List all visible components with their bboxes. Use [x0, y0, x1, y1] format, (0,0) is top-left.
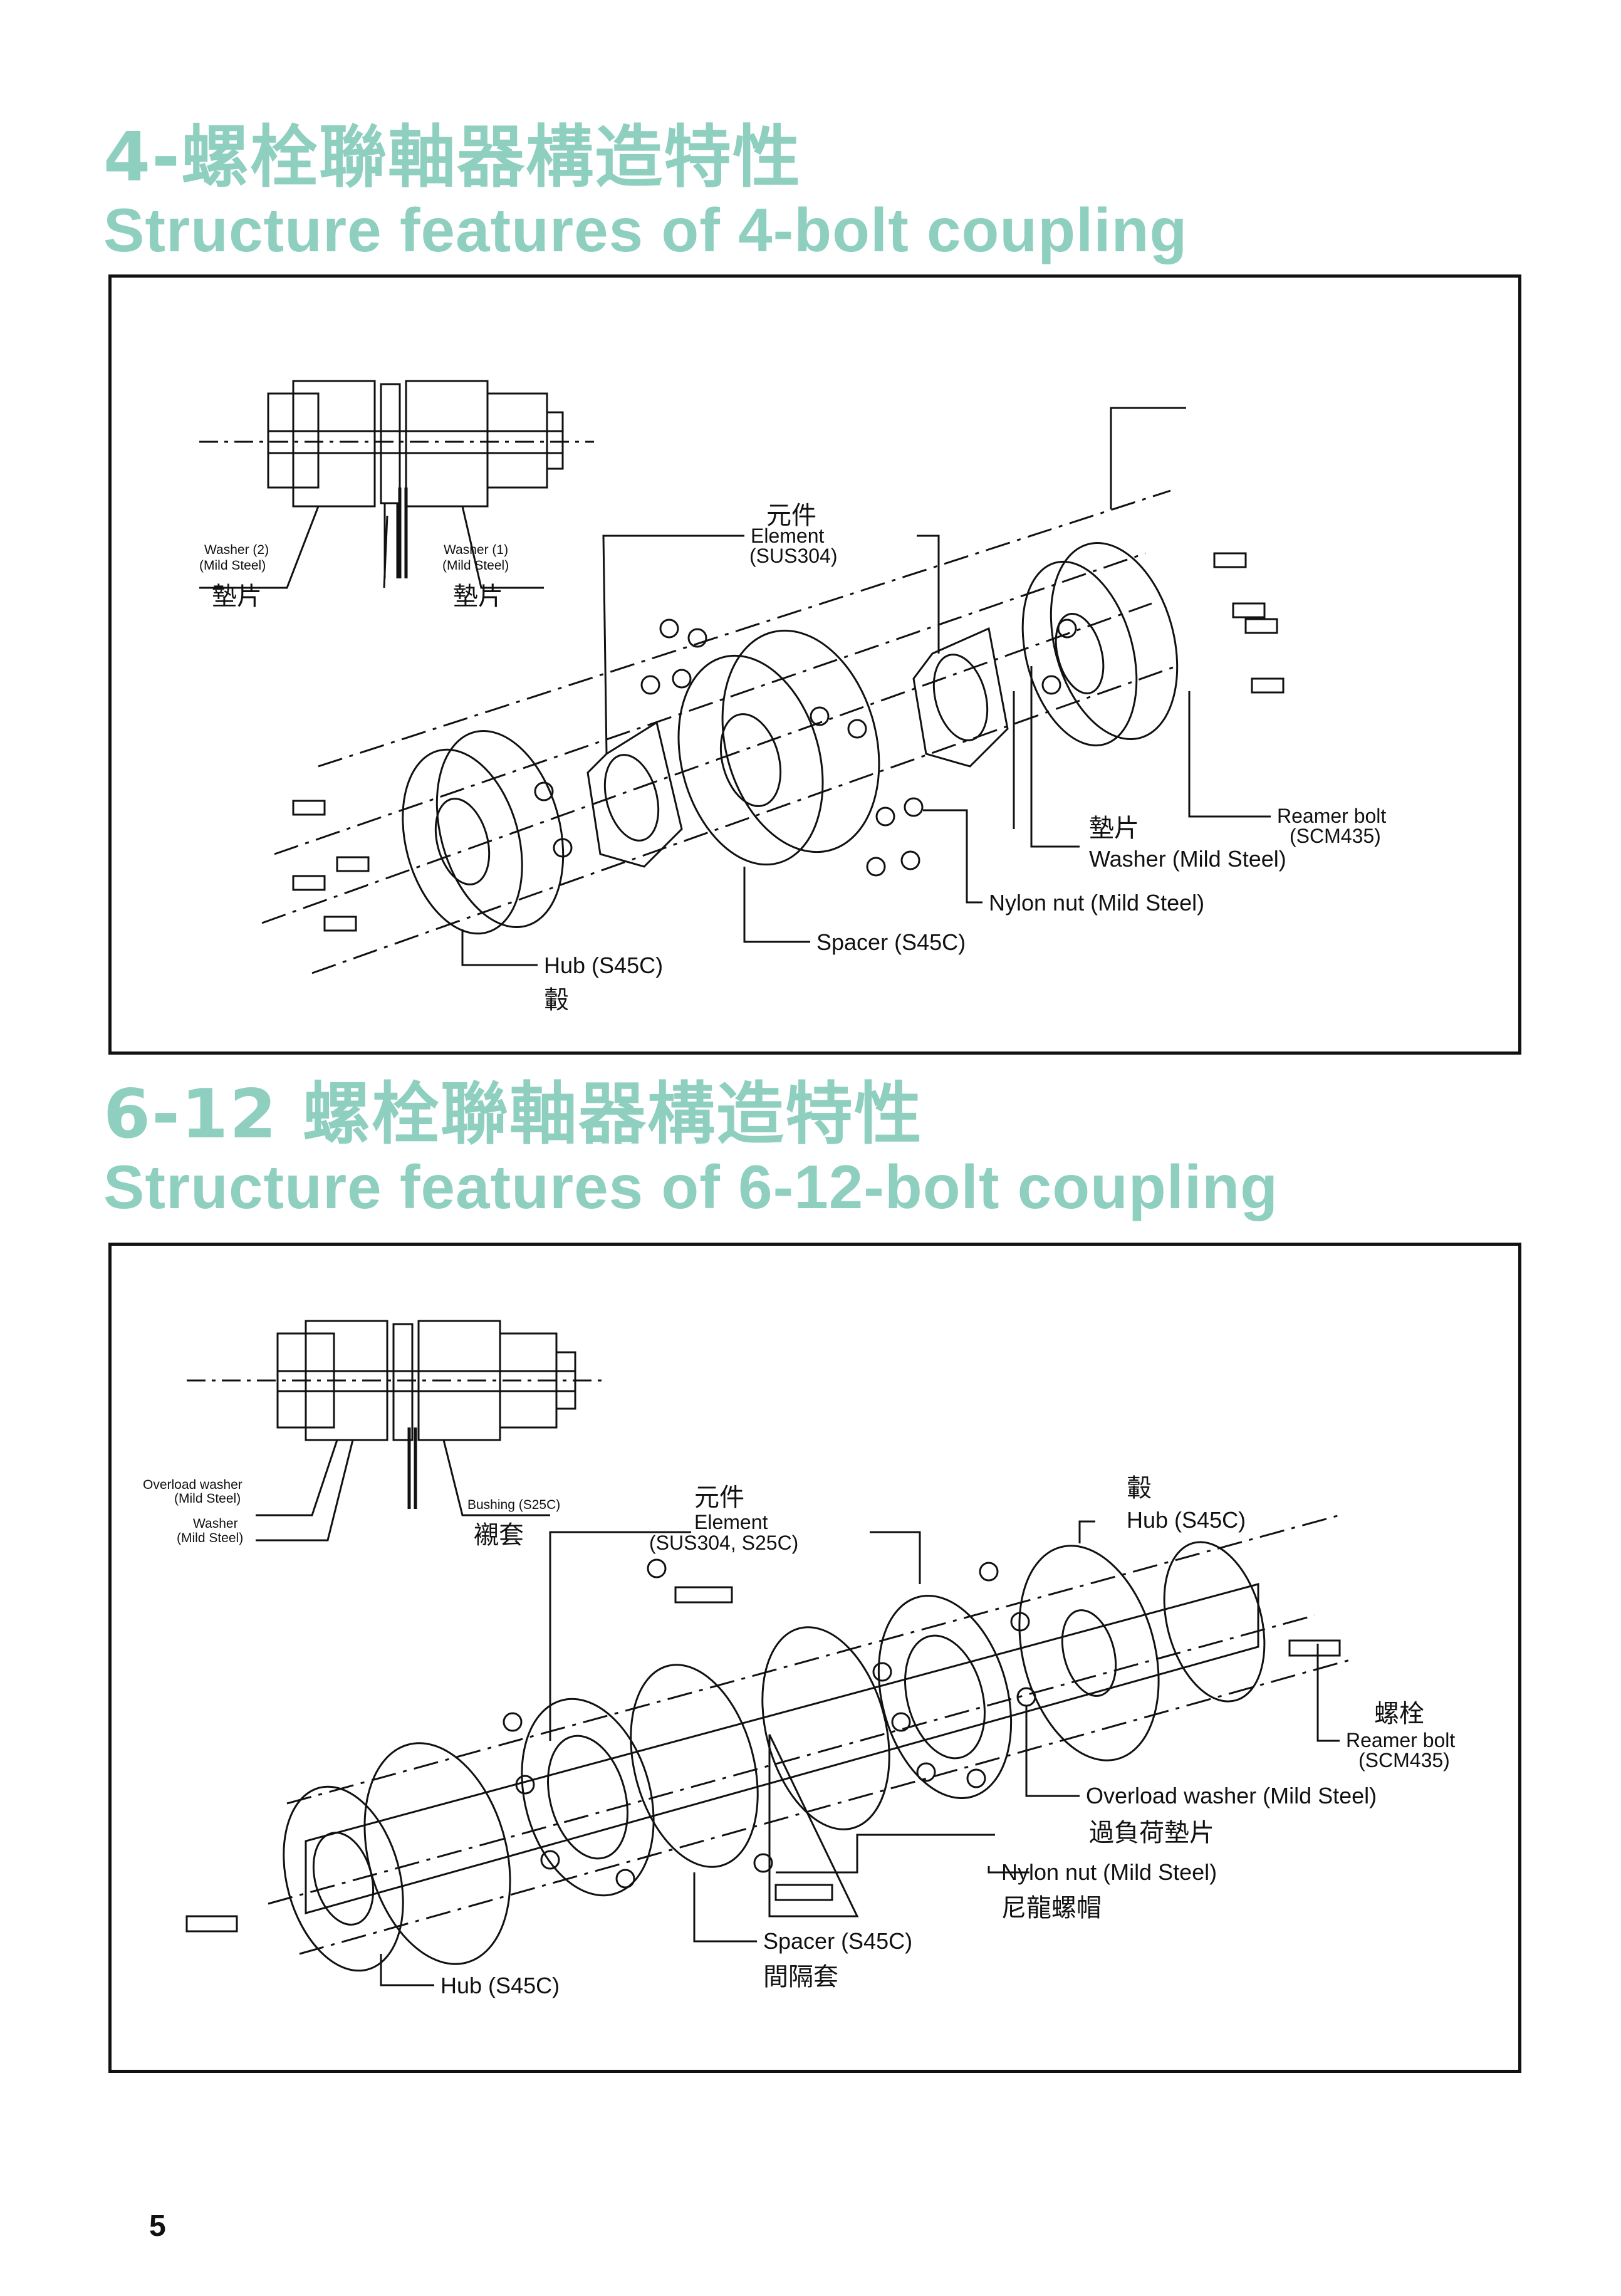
- overload-washer-label-zh: 過負荷墊片: [1089, 1819, 1214, 1847]
- bolts-and-nuts: [185, 1558, 1341, 1933]
- hub-top-label: Hub (S45C): [1127, 1507, 1246, 1533]
- section1-title-en: Structure features of 4-bolt coupling: [103, 196, 1188, 264]
- nylon-nut-label: Nylon nut (Mild Steel): [989, 890, 1204, 916]
- page-number: 5: [149, 2210, 166, 2243]
- hub-label-zh: 轂: [544, 986, 569, 1015]
- element-left: [521, 1698, 655, 1897]
- section2-title-en: Structure features of 6-12-bolt coupling: [103, 1152, 1278, 1221]
- hub-top-label-zh: 轂: [1127, 1474, 1152, 1503]
- spacer-label-zh: 間隔套: [763, 1963, 838, 1991]
- inset-bushing-label-zh: 襯套: [474, 1521, 524, 1550]
- reamer-bolt-material: (SCM435): [1358, 1749, 1450, 1772]
- element-material: (SUS304): [749, 545, 838, 567]
- four-bolt-exploded-diagram: Washer (2) (Mild Steel) 墊片 Washer (1) (M…: [199, 380, 1386, 1015]
- element-right: [912, 627, 1009, 768]
- spacer-flange-left: [630, 1664, 759, 1868]
- element-label: Element: [751, 524, 825, 547]
- element-label: Element: [694, 1511, 768, 1533]
- spacer-label: Spacer (S45C): [763, 1928, 912, 1954]
- inset-washer-material: (Mild Steel): [177, 1531, 243, 1545]
- inset-washer2-material: (Mild Steel): [199, 558, 266, 573]
- hub-right: [1018, 1541, 1266, 1761]
- bolt-cross-section-inset: [199, 380, 594, 589]
- inset-washer1-label-zh: 墊片: [453, 582, 503, 611]
- inset-bushing-label: Bushing (S25C): [467, 1498, 560, 1512]
- section1-diagram-panel: Washer (2) (Mild Steel) 墊片 Washer (1) (M…: [108, 274, 1521, 1055]
- inset-washer2-label: Washer (2): [204, 543, 269, 557]
- exploded-assembly: [185, 1514, 1353, 1986]
- exploded-assembly: [261, 407, 1285, 974]
- hub-left: [283, 1742, 511, 1972]
- spacer-label: Spacer (S45C): [816, 929, 966, 955]
- hub-left: [402, 730, 565, 935]
- element-label-zh: 元件: [766, 501, 816, 530]
- overload-washer-label: Overload washer (Mild Steel): [1086, 1783, 1377, 1808]
- inset-overload-washer-label: Overload washer: [143, 1478, 242, 1492]
- element-right: [877, 1595, 1013, 1799]
- element-label-zh: 元件: [694, 1483, 744, 1512]
- reamer-bolt-label: Reamer bolt: [1346, 1729, 1455, 1751]
- section2-title-zh: 6-12 螺栓聯軸器構造特性: [103, 1075, 923, 1154]
- section2-diagram-panel: Overload washer (Mild Steel) Washer (Mil…: [108, 1243, 1521, 2073]
- reamer-bolt-label: Reamer bolt: [1277, 805, 1386, 827]
- hub-bottom-label: Hub (S45C): [440, 1973, 560, 1998]
- section1-title-zh: 4-螺栓聯軸器構造特性: [103, 118, 801, 197]
- bolt-cross-section-inset: [187, 1320, 607, 1542]
- inset-overload-washer-material: (Mild Steel): [174, 1491, 241, 1506]
- six-twelve-bolt-exploded-diagram: Overload washer (Mild Steel) Washer (Mil…: [143, 1320, 1455, 1998]
- inset-washer-label: Washer: [193, 1516, 238, 1531]
- washer-label-zh: 墊片: [1089, 814, 1139, 843]
- nylon-nut-label-zh: 尼龍螺帽: [1001, 1894, 1102, 1923]
- inset-washer2-label-zh: 墊片: [212, 582, 262, 611]
- nylon-nut-label: Nylon nut (Mild Steel): [1001, 1859, 1217, 1885]
- element-left: [586, 721, 683, 868]
- washer-label: Washer (Mild Steel): [1089, 846, 1286, 872]
- spacer: [677, 629, 880, 866]
- reamer-bolt-material: (SCM435): [1290, 825, 1381, 847]
- element-material: (SUS304, S25C): [649, 1532, 798, 1554]
- hub-label: Hub (S45C): [544, 952, 663, 978]
- inset-washer1-label: Washer (1): [444, 543, 508, 557]
- bolt-label-zh: 螺栓: [1374, 1699, 1424, 1728]
- hub-right: [1021, 542, 1179, 747]
- inset-washer1-material: (Mild Steel): [442, 558, 509, 573]
- bolts-and-nuts: [292, 552, 1285, 932]
